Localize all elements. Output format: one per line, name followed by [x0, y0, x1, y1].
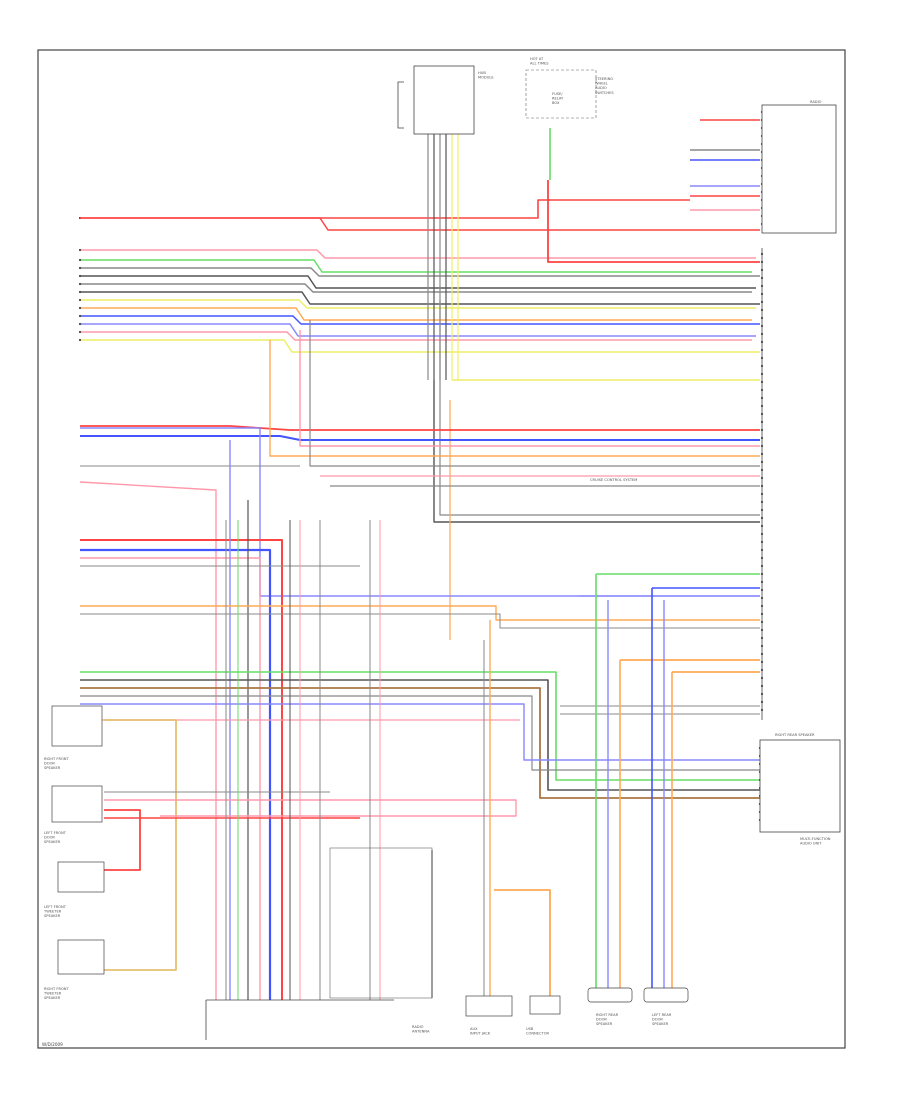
lower-right-connector-title: RIGHT REAR SPEAKER [775, 733, 815, 737]
wire-row [80, 267, 760, 277]
wire-left-pink [79, 481, 217, 1000]
wire-low-brown [80, 687, 760, 799]
wire-gray-low [433, 380, 760, 523]
aux-jack [465, 995, 513, 1017]
wire-row [80, 283, 752, 293]
wire-lblue [80, 427, 760, 597]
wire-spk-tan [104, 719, 177, 971]
pin [78, 298, 82, 302]
wire-row [80, 291, 760, 305]
lower-right-connector [759, 739, 841, 833]
wire-row [80, 315, 760, 325]
wire-mid-gray [309, 320, 760, 467]
pin [78, 306, 82, 310]
wire-harness [78, 110, 764, 1000]
pin [78, 338, 82, 342]
wire-mid-orange [269, 340, 760, 457]
wire-row [80, 275, 756, 289]
pin [78, 258, 82, 262]
wire-pink-drop [80, 557, 261, 1000]
wire-gray-low2 [439, 300, 760, 516]
pin [78, 314, 82, 318]
wire-spk-red [104, 809, 141, 871]
wire-row [80, 331, 752, 341]
pin [78, 330, 82, 334]
pin [78, 248, 82, 252]
hub-module [413, 65, 475, 135]
wire-orange-r [80, 605, 760, 621]
speaker-lr-door [643, 987, 689, 1003]
usb-connector [529, 995, 561, 1015]
wire-low-lblue [80, 703, 760, 761]
wire-spk-pink [104, 799, 517, 817]
wire-low-gray [80, 695, 760, 771]
pin [78, 290, 82, 294]
cruise-control-label: CRUISE CONTROL SYSTEM [590, 478, 637, 482]
wire-row [80, 249, 756, 259]
pin [78, 266, 82, 270]
pin [78, 282, 82, 286]
wire-gray-r [80, 613, 760, 629]
wire-row [80, 217, 760, 231]
wire-low-dgray [80, 679, 760, 791]
pin [78, 322, 82, 326]
radio-connector [761, 104, 837, 234]
wire-mid-pink [299, 330, 760, 447]
wire-red-long [80, 199, 690, 219]
wire-row [80, 259, 752, 273]
speaker-rr-door [587, 987, 633, 1003]
wire-row [80, 299, 756, 309]
wire-row [80, 339, 760, 353]
hub-module-bracket [397, 81, 404, 129]
wire-red-vert [547, 180, 760, 263]
wire-blue-drop [80, 548, 272, 1000]
wire-row [80, 307, 752, 321]
wire-low-green [80, 671, 760, 781]
wire-mid-blue [80, 435, 760, 441]
diagram-frame [37, 49, 846, 1049]
radio-connector-title: RADIO [810, 100, 822, 104]
fuse-box [525, 69, 597, 119]
footer-code: W/D/2009 [42, 1042, 63, 1047]
wire-red-drop [80, 539, 283, 1000]
pin [78, 274, 82, 278]
wire-row [80, 323, 756, 337]
antenna-box [329, 847, 433, 999]
wire-usb-orange [494, 889, 551, 996]
